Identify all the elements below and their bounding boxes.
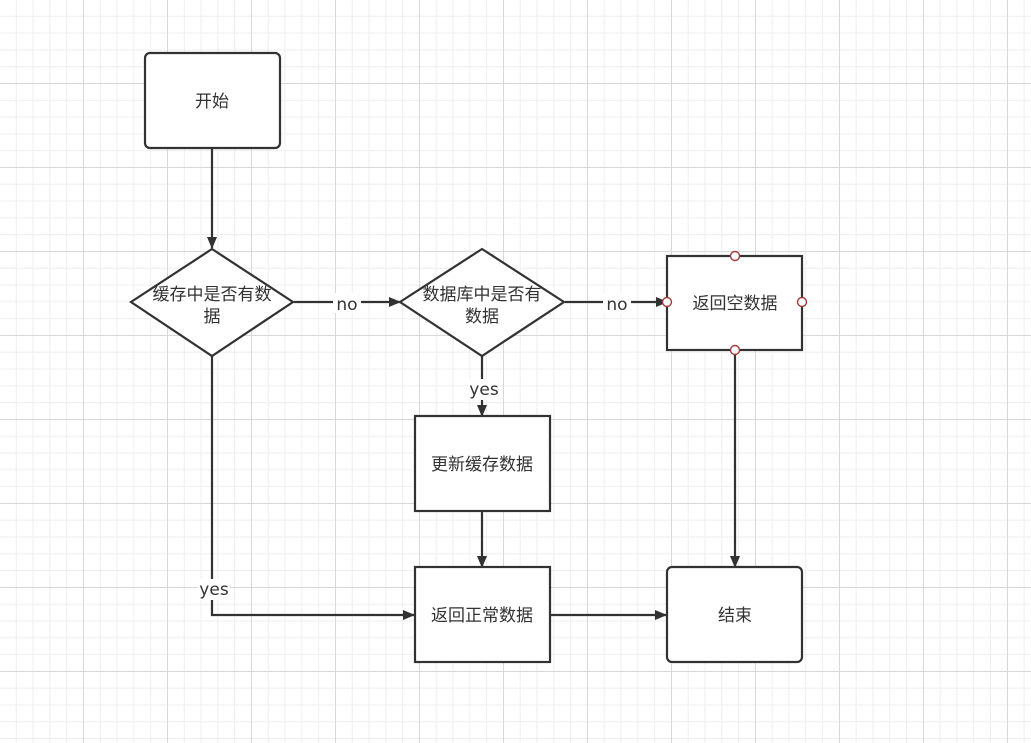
edge-label-bg (603, 293, 631, 313)
connection-handle-top[interactable] (729, 250, 741, 262)
db-check-label-line1: 数据库中是否有 (423, 285, 542, 305)
cache-check-label-line2: 据 (204, 307, 221, 327)
update-cache-box[interactable] (413, 414, 552, 513)
connection-handle-right[interactable] (796, 296, 808, 308)
edge-labels: no no yes yes (198, 293, 631, 600)
edge-label-db-yes: yes (469, 380, 499, 400)
node-db-check[interactable]: 数据库中是否有 数据 (397, 247, 567, 358)
node-end[interactable]: 结束 (665, 565, 804, 664)
node-update-cache[interactable]: 更新缓存数据 (413, 414, 552, 513)
db-check-label-line2: 数据 (465, 307, 499, 327)
cache-check-diamond[interactable] (129, 247, 295, 358)
edge-label-bg (333, 293, 361, 313)
edges (207, 148, 740, 620)
db-check-diamond[interactable] (397, 247, 567, 358)
return-normal-box[interactable] (413, 565, 552, 664)
node-start[interactable]: 开始 (143, 51, 282, 150)
start-label: 开始 (195, 92, 229, 112)
connection-handle-left[interactable] (661, 296, 673, 308)
return-empty-label: 返回空数据 (693, 294, 778, 314)
connection-handle-bottom[interactable] (729, 344, 741, 356)
edge-label-cache-no: no (336, 295, 357, 315)
edge-label-bg (468, 379, 500, 400)
cache-check-label-line1: 缓存中是否有数 (153, 285, 272, 305)
edge-label-bg (198, 579, 230, 600)
start-box[interactable] (143, 51, 282, 150)
edge-cache-check-to-return-normal (210, 356, 415, 620)
edge-label-cache-yes: yes (199, 580, 229, 600)
node-cache-check[interactable]: 缓存中是否有数 据 (129, 247, 295, 358)
node-return-empty[interactable]: 返回空数据 (661, 250, 808, 356)
update-cache-label: 更新缓存数据 (431, 455, 533, 475)
node-return-normal[interactable]: 返回正常数据 (413, 565, 552, 664)
edge-label-db-no: no (606, 295, 627, 315)
end-box[interactable] (665, 565, 804, 664)
return-normal-label: 返回正常数据 (431, 606, 533, 626)
end-label: 结束 (718, 606, 752, 626)
return-empty-box[interactable] (665, 254, 804, 352)
